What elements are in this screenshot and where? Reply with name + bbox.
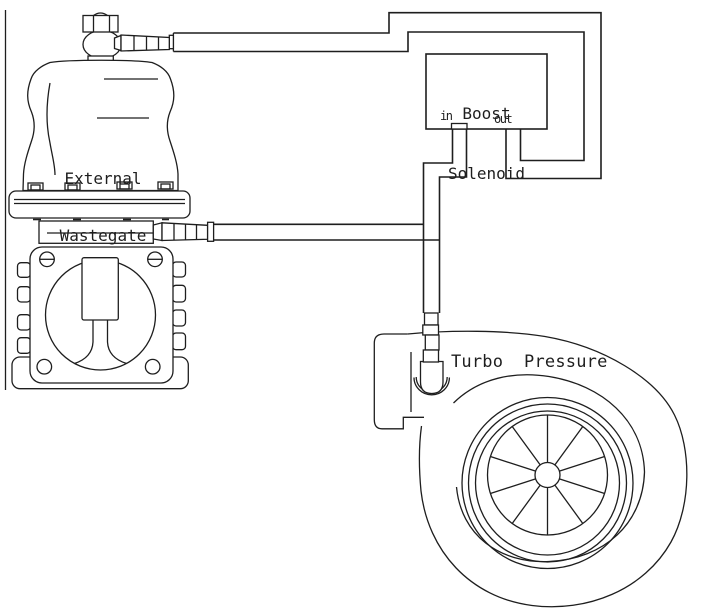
housing-ring-middle — [467, 403, 628, 563]
bell-inner-contour — [46, 82, 56, 176]
wastegate-neck — [38, 220, 154, 244]
wastegate-valve-flange — [11, 246, 189, 390]
wastegate-label-line1: External — [64, 169, 142, 188]
pressure-nipple-boss — [413, 360, 451, 396]
volute-spiral — [453, 374, 646, 563]
diaphragm-base-bolts — [27, 181, 174, 191]
compressor-wheel — [486, 414, 609, 536]
tube-solenoid-in-to-turbo — [422, 129, 468, 313]
solenoid-label-line2: Solenoid — [447, 164, 526, 183]
solenoid-in-port — [450, 122, 468, 130]
boost-solenoid — [425, 53, 548, 130]
pressure-nipple-barbs — [422, 312, 440, 363]
valve-poppet — [74, 257, 127, 365]
diaphragm-base-plate — [8, 190, 191, 221]
wheel-blades — [490, 415, 605, 535]
actuator-hex-cap — [82, 12, 119, 33]
hose-wastegate-top-to-solenoid-out — [168, 11, 602, 180]
external-wastegate — [8, 12, 215, 390]
flange-bolt-holes — [36, 251, 163, 375]
wheel-hub — [534, 461, 561, 489]
turbo-inlet-flange — [373, 333, 424, 430]
wastegate-label: External Wastegate — [23, 131, 183, 264]
solenoid-label-line1: Boost — [462, 104, 511, 123]
solenoid-port-out-label: out — [494, 112, 513, 126]
boost-solenoid-label: Boost Solenoid — [426, 64, 547, 204]
hose-barb-fitting-side — [152, 221, 215, 242]
hose-wastegate-side-to-tee — [213, 223, 440, 241]
wastegate-bell-housing — [22, 59, 179, 192]
solenoid-box — [425, 53, 548, 130]
wastegate-label-line2: Wastegate — [59, 226, 147, 245]
housing-ring-outer — [461, 396, 634, 570]
turbo-compressor — [373, 312, 688, 608]
solenoid-port-in-label: in — [440, 109, 453, 123]
compressor-housing-scroll — [407, 330, 688, 608]
turbo-pressure-label: Turbo Pressure — [451, 352, 608, 372]
housing-ring-inner — [474, 410, 621, 556]
hose-barb-fitting-top — [113, 34, 170, 52]
